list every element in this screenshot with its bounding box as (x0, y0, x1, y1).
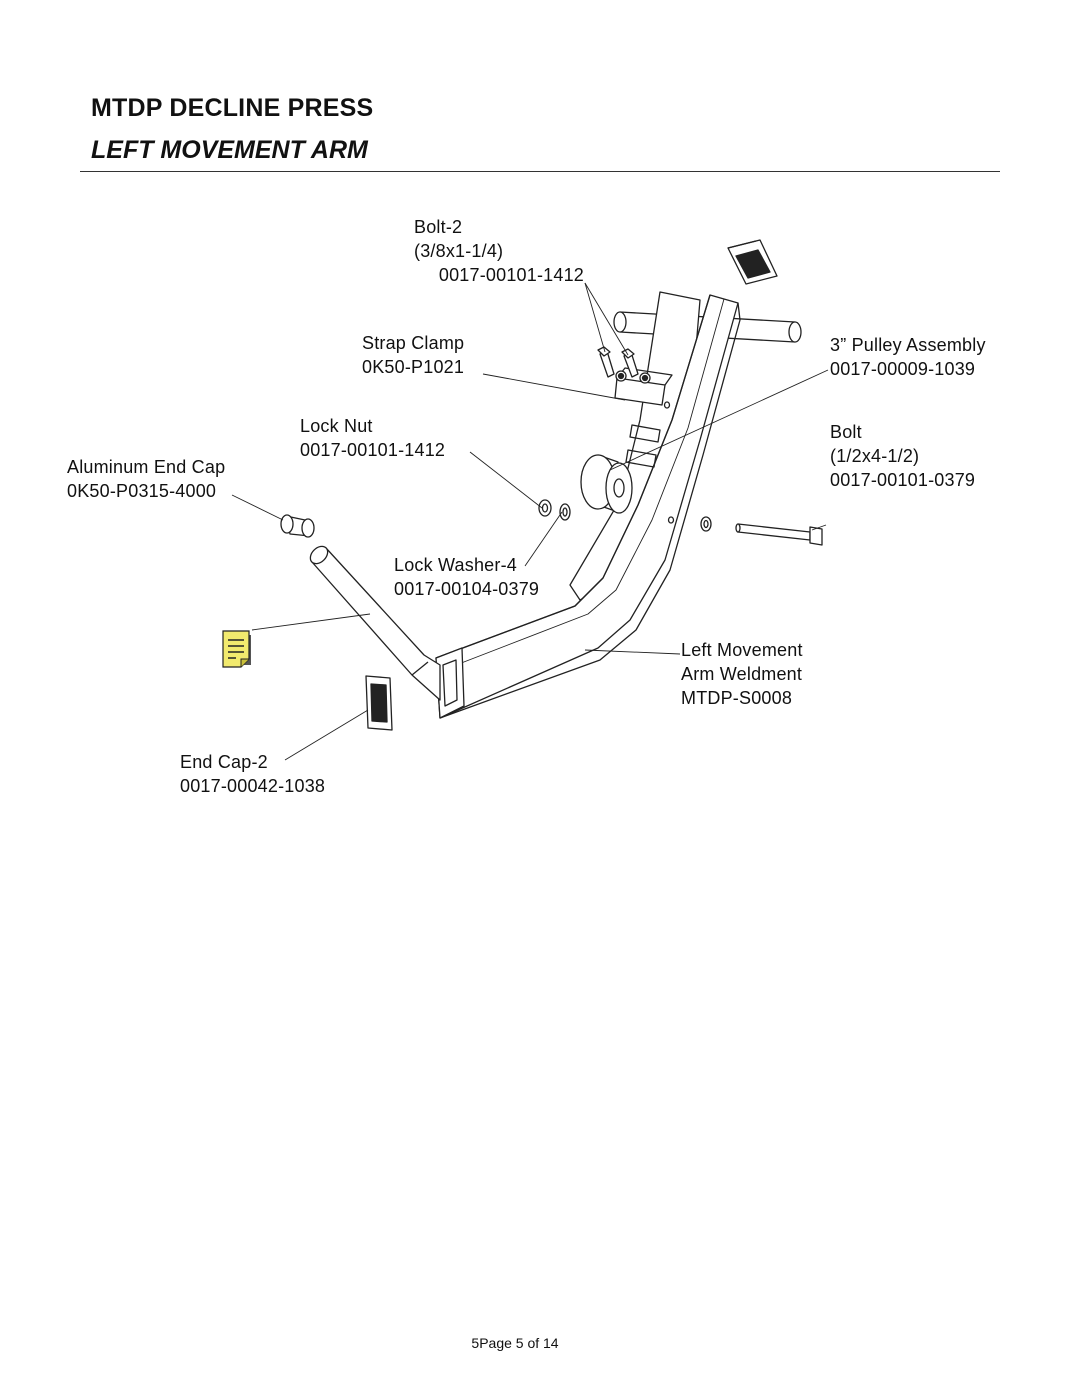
pulley-assembly (580, 454, 633, 514)
callout-lock-washer-name: Lock Washer-4 (394, 555, 517, 575)
callout-strap-clamp-part: 0K50-P1021 (362, 357, 465, 377)
upper-end-cap (727, 239, 778, 285)
callout-lock-nut-name: Lock Nut (300, 416, 373, 436)
callout-pulley-name: 3” Pulley Assembly (830, 335, 986, 355)
bolt-2-pair (597, 346, 639, 378)
header-rule (80, 171, 1000, 172)
callout-pulley-part: 0017-00009-1039 (830, 359, 976, 379)
callout-lock-washer: Lock Washer-4 0017-00104-0379 (394, 553, 539, 601)
callout-strap-clamp: Strap Clamp 0K50-P1021 (362, 331, 464, 379)
handle-tube (309, 545, 441, 701)
callout-strap-clamp-name: Strap Clamp (362, 333, 465, 353)
callout-aluminum-end-cap: Aluminum End Cap 0K50-P0315-4000 (67, 455, 225, 503)
callout-bolt-2-part: 0017-00101-1412 (438, 265, 584, 285)
callout-end-cap-2-name: End Cap-2 (180, 752, 268, 772)
leader-lines (231, 282, 829, 761)
callout-lock-washer-part: 0017-00104-0379 (394, 579, 540, 599)
callout-weldment-line2: Arm Weldment (681, 664, 803, 684)
callout-aluminum-end-cap-name: Aluminum End Cap (67, 457, 226, 477)
page-title: MTDP DECLINE PRESS (91, 94, 374, 122)
callout-aluminum-end-cap-part: 0K50-P0315-4000 (67, 481, 217, 501)
lock-nut (538, 499, 552, 517)
callout-arm-weldment: Left Movement Arm Weldment MTDP-S0008 (681, 638, 803, 710)
callout-weldment-part: MTDP-S0008 (681, 688, 793, 708)
aluminum-end-cap (280, 514, 315, 538)
callout-end-cap-2-part: 0017-00042-1038 (180, 776, 326, 796)
callout-lock-nut-part: 0017-00101-1412 (300, 440, 446, 460)
callout-weldment-line1: Left Movement (681, 640, 803, 660)
left-movement-arm-weldment (435, 294, 741, 719)
callout-bolt-2-size: (3/8x1-1/4) (414, 241, 504, 261)
callout-bolt-2: Bolt-2 (3/8x1-1/4) 0017-00101-1412 (400, 215, 584, 287)
page-subtitle: LEFT MOVEMENT ARM (91, 136, 368, 164)
end-cap-2 (365, 675, 393, 731)
callout-pulley-assembly: 3” Pulley Assembly 0017-00009-1039 (830, 333, 986, 381)
callout-bolt-part: 0017-00101-0379 (830, 470, 976, 490)
strap-clamp (614, 367, 673, 406)
page-number: 5Page 5 of 14 (471, 1335, 559, 1351)
callout-lock-nut: Lock Nut 0017-00101-1412 (300, 414, 445, 462)
callout-bolt-size: (1/2x4-1/2) (830, 446, 920, 466)
washer-right (700, 516, 712, 532)
bolt-half-inch (735, 523, 823, 546)
callout-bolt-name: Bolt (830, 422, 862, 442)
callout-bolt: Bolt (1/2x4-1/2) 0017-00101-0379 (830, 420, 975, 492)
note-icon[interactable] (222, 630, 251, 668)
callout-end-cap-2: End Cap-2 0017-00042-1038 (180, 750, 325, 798)
callout-bolt-2-name: Bolt-2 (414, 217, 463, 237)
lock-washer (559, 503, 571, 521)
